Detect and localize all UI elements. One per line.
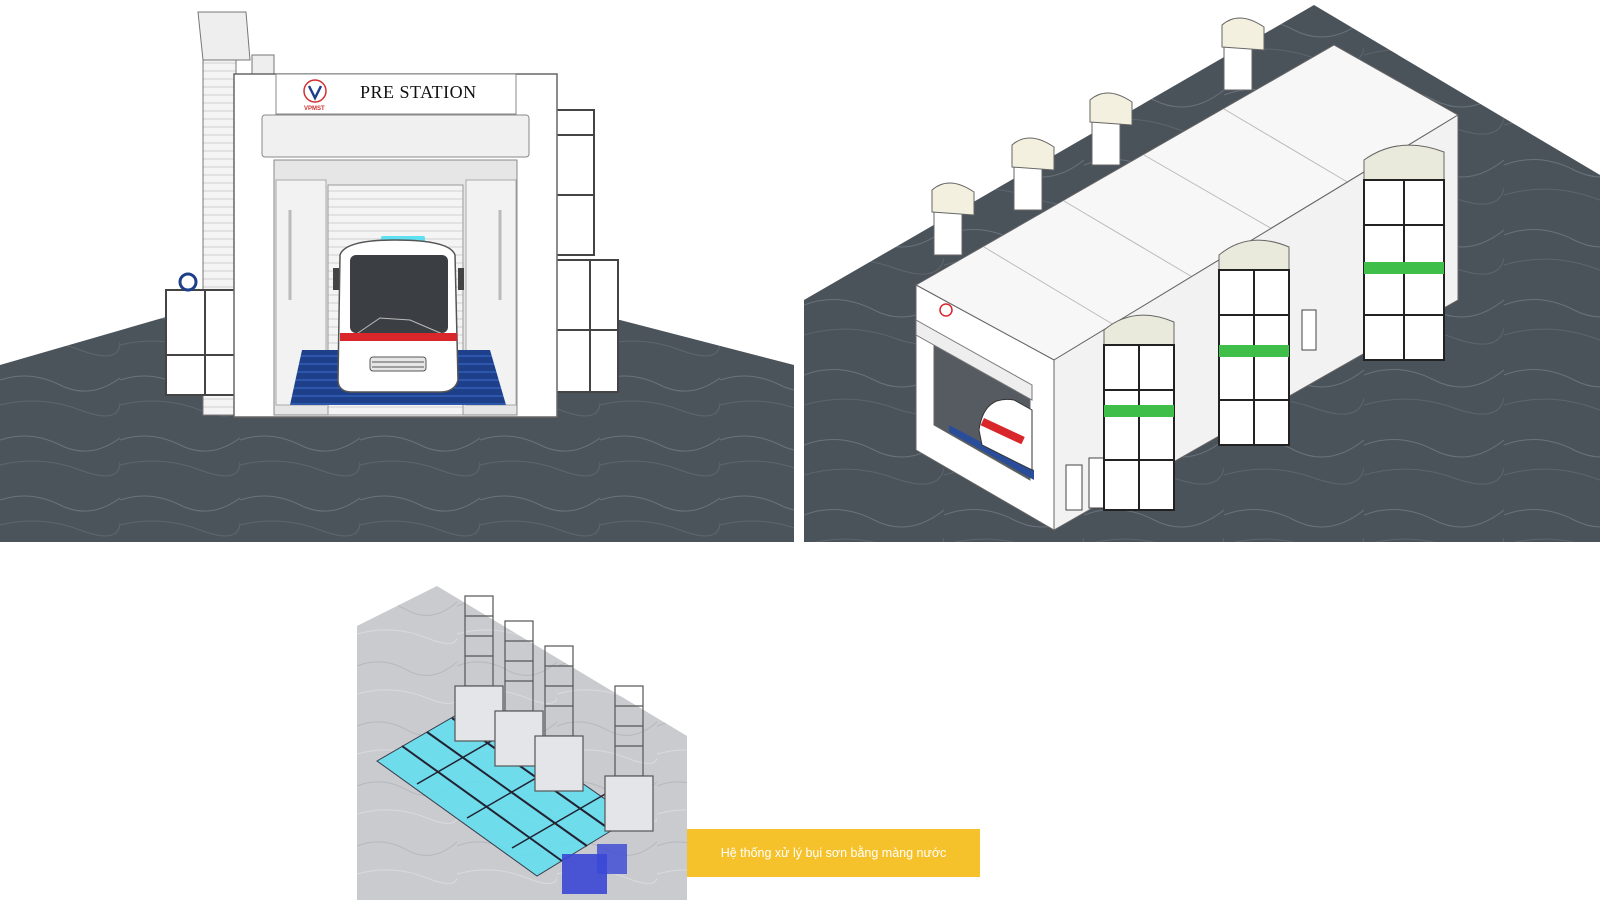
caption-banner: Hệ thống xử lý bụi sơn bằng màng nước: [687, 829, 980, 877]
right-lower-cabinet: [555, 259, 619, 393]
vpmst-logo-icon: [939, 303, 953, 317]
water-curtain-drawing: [357, 586, 687, 900]
right-upper-cabinet: [555, 109, 595, 256]
water-curtain-system-image: [357, 586, 687, 900]
side-door: [1065, 464, 1083, 511]
caption-text: Hệ thống xử lý bụi sơn bằng màng nước: [720, 846, 947, 860]
filter-cabinet-2: [1218, 239, 1290, 446]
logo-text: VPMST: [304, 106, 325, 112]
header-box: [261, 114, 530, 158]
isometric-view-drawing: [804, 5, 1600, 542]
booth-sign-text: PRE STATION: [360, 82, 477, 102]
bus: [333, 236, 464, 393]
vpmst-logo-icon: [303, 79, 327, 103]
filter-cabinet-3: [1363, 144, 1445, 361]
front-view-image: PRE STATION VPMST: [0, 0, 794, 542]
roof-exhaust-stacks: [931, 17, 1265, 256]
exhaust-towers: [454, 595, 654, 832]
front-view-drawing: [0, 0, 794, 542]
filter-cabinet-1: [1103, 314, 1175, 511]
left-cabinet: [165, 289, 237, 396]
isometric-view-image: [804, 0, 1600, 542]
